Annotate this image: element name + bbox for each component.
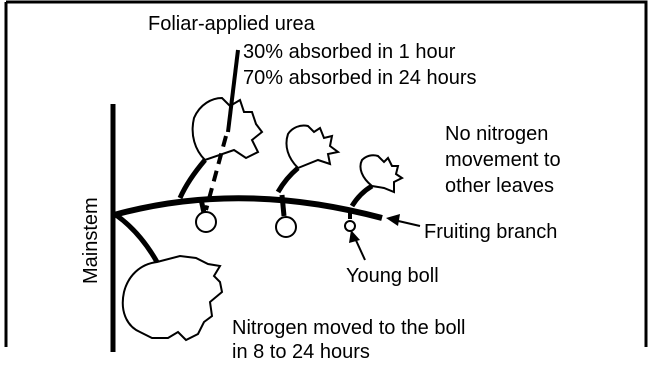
boll-1 [195,211,217,233]
petiole-2 [275,166,300,194]
frame-border [4,0,648,347]
petiole-lower [114,212,160,264]
young-boll [344,220,356,232]
label-absorbed-1h: 30% absorbed in 1 hour [243,41,456,63]
movement-dashed-line [204,135,228,211]
boll-2 [275,216,297,238]
label-moved-2: in 8 to 24 hours [232,341,370,363]
label-mainstem: Mainstem [80,197,102,284]
boll-stem-2 [279,194,287,217]
fruiting-branch-line [113,195,383,221]
leaf-lower [121,254,224,342]
label-young-boll: Young boll [346,265,439,287]
label-no-movement-1: No nitrogen [445,123,549,145]
leaf-2 [285,124,341,170]
label-foliar-title: Foliar-applied urea [148,13,315,35]
application-line [226,49,240,133]
label-fruiting-branch: Fruiting branch [424,221,558,243]
boll-stem-1 [198,198,207,214]
label-no-movement-2: movement to [445,149,561,171]
leaf-3 [359,154,404,194]
petiole-3 [349,183,374,208]
petiole-1 [177,158,207,200]
young-boll-arrowhead [349,230,360,243]
label-absorbed-24h: 70% absorbed in 24 hours [243,67,477,89]
label-no-movement-3: other leaves [445,175,554,197]
fruiting-branch-arrowhead [386,214,400,226]
label-moved-1: Nitrogen moved to the boll [232,317,466,339]
